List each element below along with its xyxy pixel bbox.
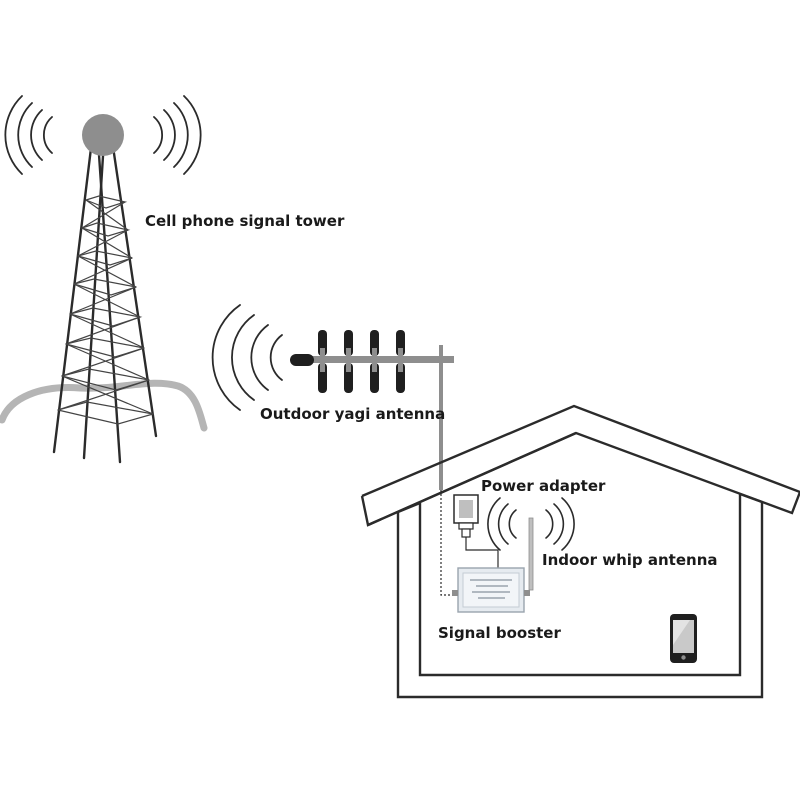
tower-dish-icon bbox=[82, 114, 124, 156]
whip-antenna-icon bbox=[528, 517, 534, 591]
house-icon bbox=[360, 404, 800, 699]
yagi-antenna-label: Outdoor yagi antenna bbox=[260, 405, 446, 423]
cell-tower bbox=[52, 138, 158, 464]
signal-wave-icon bbox=[211, 304, 283, 411]
ground-hill bbox=[0, 379, 208, 432]
signal-booster-icon bbox=[452, 567, 530, 613]
power-adapter-label: Power adapter bbox=[481, 477, 606, 495]
signal-booster-label: Signal booster bbox=[438, 624, 561, 642]
signal-wave-icon bbox=[487, 497, 575, 551]
yagi-antenna-icon bbox=[290, 330, 454, 490]
signal-wave-icon bbox=[153, 95, 202, 175]
power-adapter-icon bbox=[453, 494, 499, 570]
tower-label: Cell phone signal tower bbox=[145, 212, 345, 230]
smartphone-icon bbox=[670, 614, 697, 663]
signal-wave-icon bbox=[4, 95, 53, 175]
whip-antenna-label: Indoor whip antenna bbox=[542, 551, 718, 569]
